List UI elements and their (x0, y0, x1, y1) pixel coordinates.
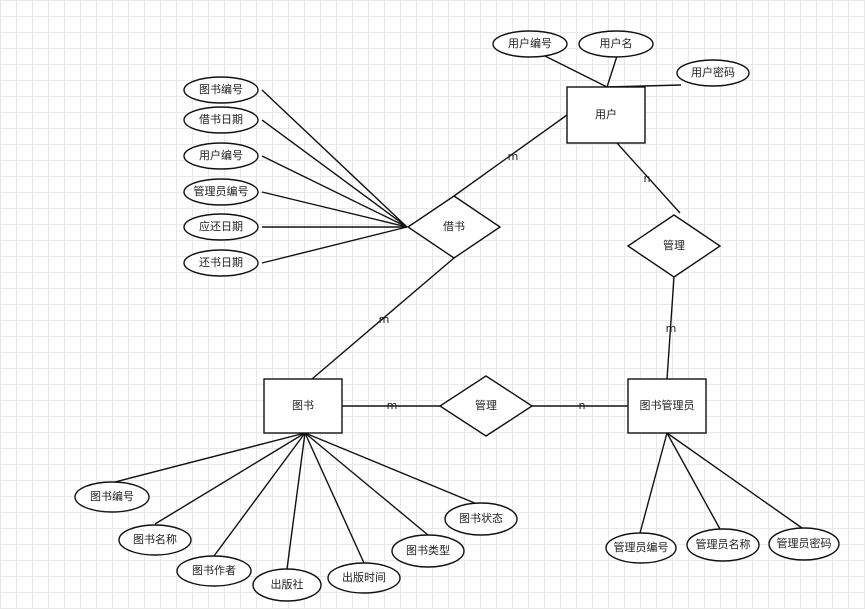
attribute-borrow-book-id-label: 图书编号 (199, 82, 243, 96)
edge-borrow-attr-1 (261, 89, 408, 228)
edge-borrow-attr-3 (261, 155, 408, 228)
entity-user[interactable]: 用户 (566, 86, 646, 144)
attribute-librarian-password[interactable]: 管理员密码 (768, 527, 840, 561)
entity-librarian-label: 图书管理员 (640, 398, 695, 412)
entity-book-label: 图书 (292, 399, 314, 412)
edge-manage-users-user (616, 142, 681, 214)
attribute-librarian-name[interactable]: 管理员名称 (686, 528, 760, 562)
attribute-borrow-return-date[interactable]: 还书日期 (183, 249, 259, 277)
cardinality-manage-users-librarian: m (666, 322, 677, 335)
attribute-book-id-label: 图书编号 (90, 489, 134, 503)
attribute-borrow-user-id[interactable]: 用户编号 (183, 142, 259, 170)
cardinalities: m m n m m n (379, 150, 677, 412)
edge-librarian-attr-2 (666, 432, 721, 530)
cardinality-borrow-user: m (508, 150, 519, 163)
edge-borrow-user (453, 114, 568, 197)
edge-book-attr-7 (304, 432, 478, 505)
attribute-borrow-book-id[interactable]: 图书编号 (183, 76, 259, 104)
attribute-borrow-user-id-label: 用户编号 (199, 148, 243, 162)
attribute-librarian-id[interactable]: 管理员编号 (605, 532, 677, 564)
attribute-book-publish-date-label: 出版时间 (342, 570, 386, 584)
edge-book-attr-6 (304, 432, 429, 536)
entity-book[interactable]: 图书 (263, 378, 343, 434)
attribute-user-id-label: 用户编号 (508, 36, 552, 50)
edge-borrow-attr-2 (261, 119, 408, 228)
attribute-borrow-admin-id-label: 管理员编号 (194, 184, 249, 198)
attribute-book-status-label: 图书状态 (459, 511, 503, 525)
attribute-user-password-label: 用户密码 (691, 65, 735, 79)
attribute-book-publisher-label: 出版社 (271, 577, 304, 591)
edges (114, 55, 803, 570)
edge-borrow-attr-6 (261, 226, 408, 264)
attribute-book-status[interactable]: 图书状态 (444, 502, 518, 536)
edge-book-attr-5 (304, 432, 365, 564)
relationship-manage-books-label: 管理 (475, 398, 497, 412)
cardinality-manage-books-book: m (387, 399, 398, 412)
edge-borrow-attr-4 (261, 191, 408, 228)
attribute-book-id[interactable]: 图书编号 (74, 481, 150, 513)
edge-user-attr-id (544, 55, 608, 88)
edge-librarian-attr-1 (639, 432, 668, 534)
attribute-librarian-name-label: 管理员名称 (696, 537, 751, 551)
attribute-book-type-label: 图书类型 (406, 543, 450, 557)
edge-manage-users-librarian (666, 276, 675, 380)
relationship-manage-users-label: 管理 (663, 238, 685, 252)
attribute-borrow-return-date-label: 还书日期 (199, 256, 243, 269)
edge-book-attr-4 (286, 432, 306, 570)
attribute-book-author-label: 图书作者 (192, 564, 236, 577)
cardinality-manage-users-user: n (644, 172, 651, 185)
relationship-borrow[interactable]: 借书 (406, 195, 502, 259)
attribute-borrow-date-label: 借书日期 (199, 113, 243, 126)
cardinality-manage-books-librarian: n (579, 399, 586, 412)
attribute-book-publisher[interactable]: 出版社 (252, 568, 322, 602)
entity-librarian[interactable]: 图书管理员 (627, 378, 707, 434)
attribute-user-id[interactable]: 用户编号 (492, 30, 568, 58)
attribute-borrow-date[interactable]: 借书日期 (183, 106, 259, 134)
entity-user-label: 用户 (595, 107, 617, 121)
attribute-book-publish-date[interactable]: 出版时间 (327, 562, 401, 594)
cardinality-borrow-book: m (379, 313, 390, 326)
edge-book-attr-1 (114, 432, 306, 483)
attribute-borrow-due-date-label: 应还日期 (199, 219, 243, 233)
relationship-borrow-label: 借书 (443, 220, 465, 233)
edge-librarian-attr-3 (666, 432, 803, 529)
attribute-user-name-label: 用户名 (600, 36, 633, 50)
attribute-borrow-due-date[interactable]: 应还日期 (183, 213, 259, 241)
attribute-book-title-label: 图书名称 (133, 532, 177, 546)
attribute-book-type[interactable]: 图书类型 (391, 534, 465, 568)
edge-user-attr-name (606, 55, 618, 88)
attribute-librarian-id-label: 管理员编号 (614, 540, 669, 554)
edge-borrow-book (311, 257, 455, 380)
attribute-book-author[interactable]: 图书作者 (176, 555, 252, 587)
relationship-manage-users[interactable]: 管理 (626, 214, 722, 278)
relationship-manage-books[interactable]: 管理 (438, 375, 534, 437)
edge-book-attr-2 (154, 432, 306, 525)
attribute-user-password[interactable]: 用户密码 (676, 59, 750, 87)
attribute-book-title[interactable]: 图书名称 (118, 524, 192, 556)
attribute-librarian-password-label: 管理员密码 (777, 536, 832, 550)
attribute-borrow-admin-id[interactable]: 管理员编号 (183, 178, 259, 206)
attribute-user-name[interactable]: 用户名 (578, 30, 654, 58)
edge-book-attr-3 (213, 432, 306, 557)
